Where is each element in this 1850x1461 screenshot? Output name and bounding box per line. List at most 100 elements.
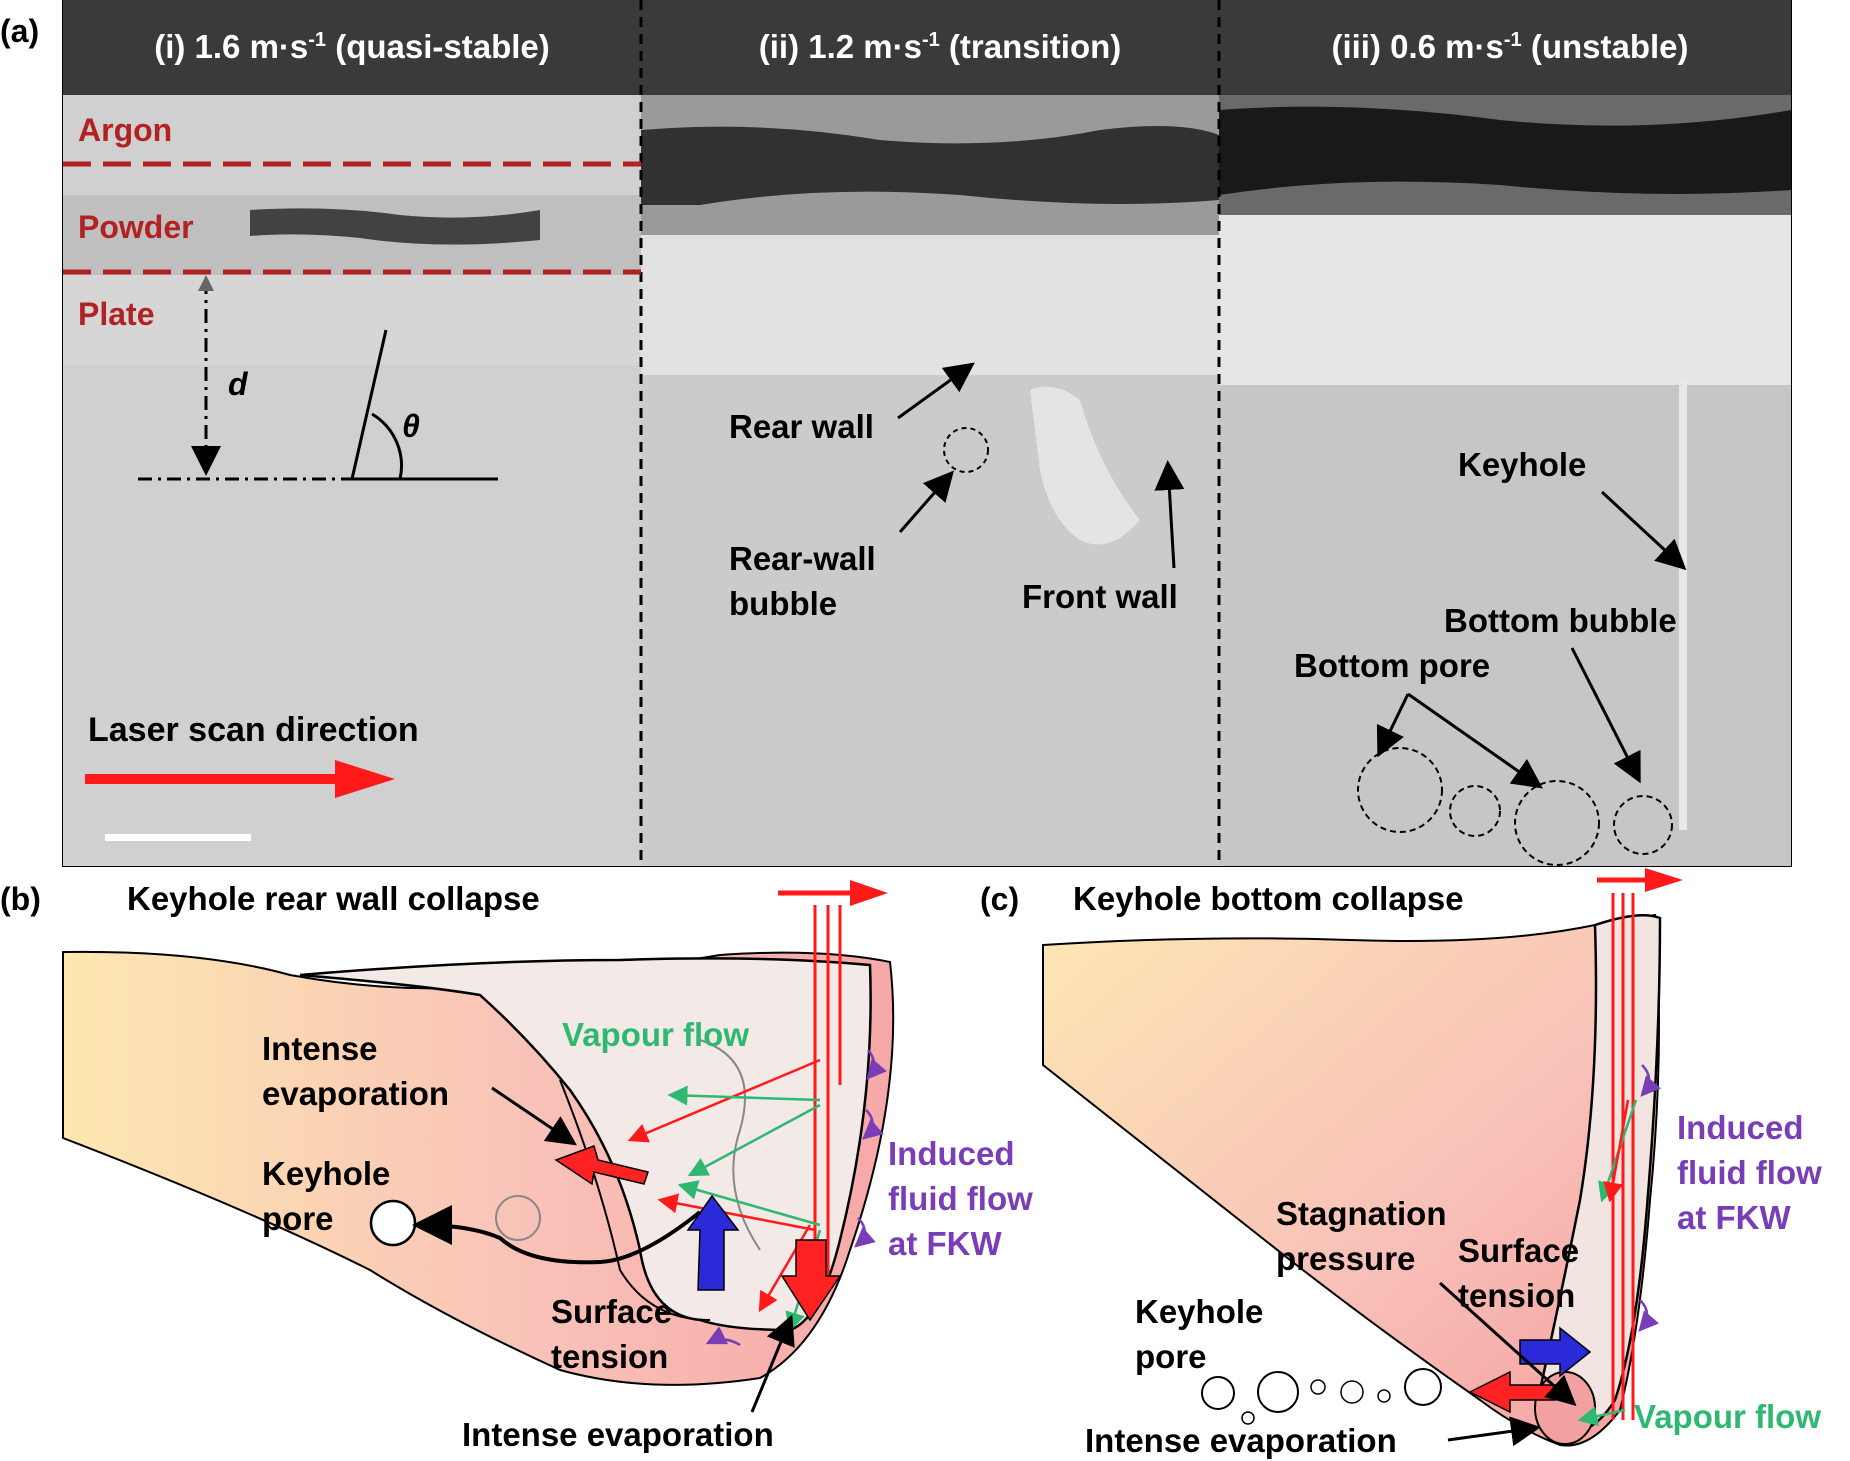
radiograph-panel: (i) 1.6 m·s-1 (quasi-stable) (ii) 1.2 m·…	[62, 0, 1792, 867]
angle-line	[350, 329, 388, 480]
arrow-rear-wall	[897, 362, 975, 420]
pore-c-4	[1340, 1380, 1364, 1404]
label-keyhole-pore-b-2: pore	[262, 1200, 334, 1237]
label-stagnation-2: pressure	[1276, 1240, 1415, 1277]
laser-direction-head-c	[1645, 868, 1683, 892]
label-laser-scan: Laser scan direction	[88, 711, 419, 749]
symbol-theta: θ	[402, 408, 420, 444]
label-surface-tension-b-1: Surface	[551, 1293, 672, 1330]
panel-c-title: Keyhole bottom collapse	[1073, 880, 1464, 917]
arrow-intense-evaporation-c	[1447, 1416, 1541, 1447]
pore-circle-3	[1514, 780, 1600, 866]
arrow-stagnation	[1438, 1281, 1577, 1407]
reflection-2	[657, 1193, 816, 1232]
pore-trajectory-arrow	[412, 1205, 702, 1265]
label-keyhole: Keyhole	[1458, 446, 1586, 483]
label-induced-c-2: fluid flow	[1677, 1154, 1822, 1191]
label-keyhole-pore-b-1: Keyhole	[262, 1155, 390, 1192]
keyhole-cavity-ii	[1030, 386, 1140, 545]
ghost-pore-b	[495, 1195, 541, 1241]
label-plate: Plate	[78, 296, 154, 332]
label-intense-evaporation-c: Intense evaporation	[1085, 1422, 1397, 1459]
powder-band-i	[63, 195, 641, 365]
label-keyhole-pore-c-1: Keyhole	[1135, 1293, 1263, 1330]
label-powder: Powder	[78, 209, 194, 245]
arrow-bottom-bubble	[1570, 647, 1641, 784]
pore-circle-1	[1357, 747, 1443, 833]
panel-b-label: (b)	[0, 881, 41, 917]
powder-band-iii	[1219, 95, 1791, 830]
header-i: (i) 1.6 m·s-1 (quasi-stable)	[154, 28, 550, 65]
panel-b: (b) Keyhole rear wall collapse Vapour fl…	[0, 880, 1033, 1453]
label-intense-b-1: Intense	[262, 1030, 378, 1067]
vapour-arrow-3	[677, 1180, 821, 1227]
induced-curl-2	[862, 1109, 884, 1140]
evaporation-block-arrow-bottom	[780, 1239, 842, 1322]
scale-bar	[105, 834, 251, 841]
induced-curl-4	[705, 1326, 741, 1347]
induced-curl-c-1	[1640, 1064, 1662, 1097]
label-induced-c-3: at FKW	[1677, 1199, 1792, 1236]
bubble-circle	[1613, 795, 1673, 855]
arrow-rear-wall-bubble	[898, 470, 954, 533]
induced-curl-c-2	[1638, 1299, 1660, 1332]
pore-c-5	[1377, 1389, 1391, 1403]
panel-a-label: (a)	[0, 13, 39, 49]
depth-arrow-top	[198, 275, 214, 291]
reflection-3	[758, 1224, 812, 1313]
label-intense-b-2: evaporation	[262, 1075, 449, 1112]
label-vapour-flow-b: Vapour flow	[562, 1016, 749, 1053]
label-surface-tension-c-2: tension	[1458, 1277, 1575, 1314]
label-induced-b-1: Induced	[888, 1135, 1015, 1172]
label-surface-tension-b-2: tension	[551, 1338, 668, 1375]
pore-c-2	[1257, 1371, 1299, 1413]
panel-b-title: Keyhole rear wall collapse	[127, 880, 540, 917]
header-ii: (ii) 1.2 m·s-1 (transition)	[759, 28, 1122, 65]
label-bottom-bubble: Bottom bubble	[1444, 602, 1677, 639]
vapour-arrow-1	[667, 1085, 821, 1106]
arrow-intense-b	[491, 1086, 577, 1146]
rear-wall-bubble-circle	[943, 427, 989, 473]
keyhole-bottom-c	[1534, 1371, 1596, 1445]
arrow-intense-evaporation-b	[750, 1314, 795, 1413]
label-rear-wall-bubble-1: Rear-wall	[729, 540, 876, 577]
laser-arrow-head	[335, 760, 395, 798]
evaporation-block-arrow	[554, 1145, 649, 1186]
powder-band-ii	[641, 95, 1219, 545]
label-rear-wall-bubble-2: bubble	[729, 585, 837, 622]
induced-curl-1	[866, 1049, 887, 1080]
label-intense-evaporation-b: Intense evaporation	[462, 1416, 774, 1453]
laser-direction-head-b	[850, 880, 888, 906]
label-argon: Argon	[78, 112, 172, 148]
symbol-d: d	[228, 366, 249, 402]
keyhole-bubble-outline	[699, 1039, 761, 1251]
reflection-c-1	[1603, 1099, 1630, 1203]
label-bottom-pore: Bottom pore	[1294, 647, 1490, 684]
label-front-wall: Front wall	[1022, 578, 1178, 615]
label-keyhole-pore-c-2: pore	[1135, 1338, 1207, 1375]
keyhole-channel-iii	[1679, 380, 1687, 830]
panel-c-label: (c)	[980, 881, 1019, 917]
surface-tension-block-arrow	[686, 1194, 740, 1291]
label-stagnation-1: Stagnation	[1276, 1195, 1447, 1232]
panel-c: (c) Keyhole bottom collapse Induced f	[980, 868, 1822, 1459]
label-induced-c-1: Induced	[1677, 1109, 1804, 1146]
label-surface-tension-c-1: Surface	[1458, 1232, 1579, 1269]
reflection-1	[627, 1058, 821, 1143]
header-iii: (iii) 0.6 m·s-1 (unstable)	[1331, 28, 1688, 65]
header-bar	[63, 0, 1791, 95]
arrow-bottom-pore-left	[1376, 693, 1410, 758]
arrow-front-wall	[1154, 460, 1185, 569]
pore-c-3	[1310, 1379, 1326, 1395]
label-induced-b-2: fluid flow	[888, 1180, 1033, 1217]
arrow-keyhole	[1600, 490, 1687, 571]
pore-c-7	[1241, 1411, 1255, 1425]
induced-curl-3	[854, 1217, 876, 1248]
vapour-arrow-c-2	[1577, 1406, 1626, 1426]
pore-c-1	[1201, 1376, 1235, 1410]
keyhole-pore-b	[369, 1199, 417, 1247]
arrow-bottom-pore-right	[1407, 692, 1543, 789]
label-vapour-flow-c: Vapour flow	[1634, 1398, 1821, 1435]
pore-c-6	[1404, 1368, 1442, 1406]
